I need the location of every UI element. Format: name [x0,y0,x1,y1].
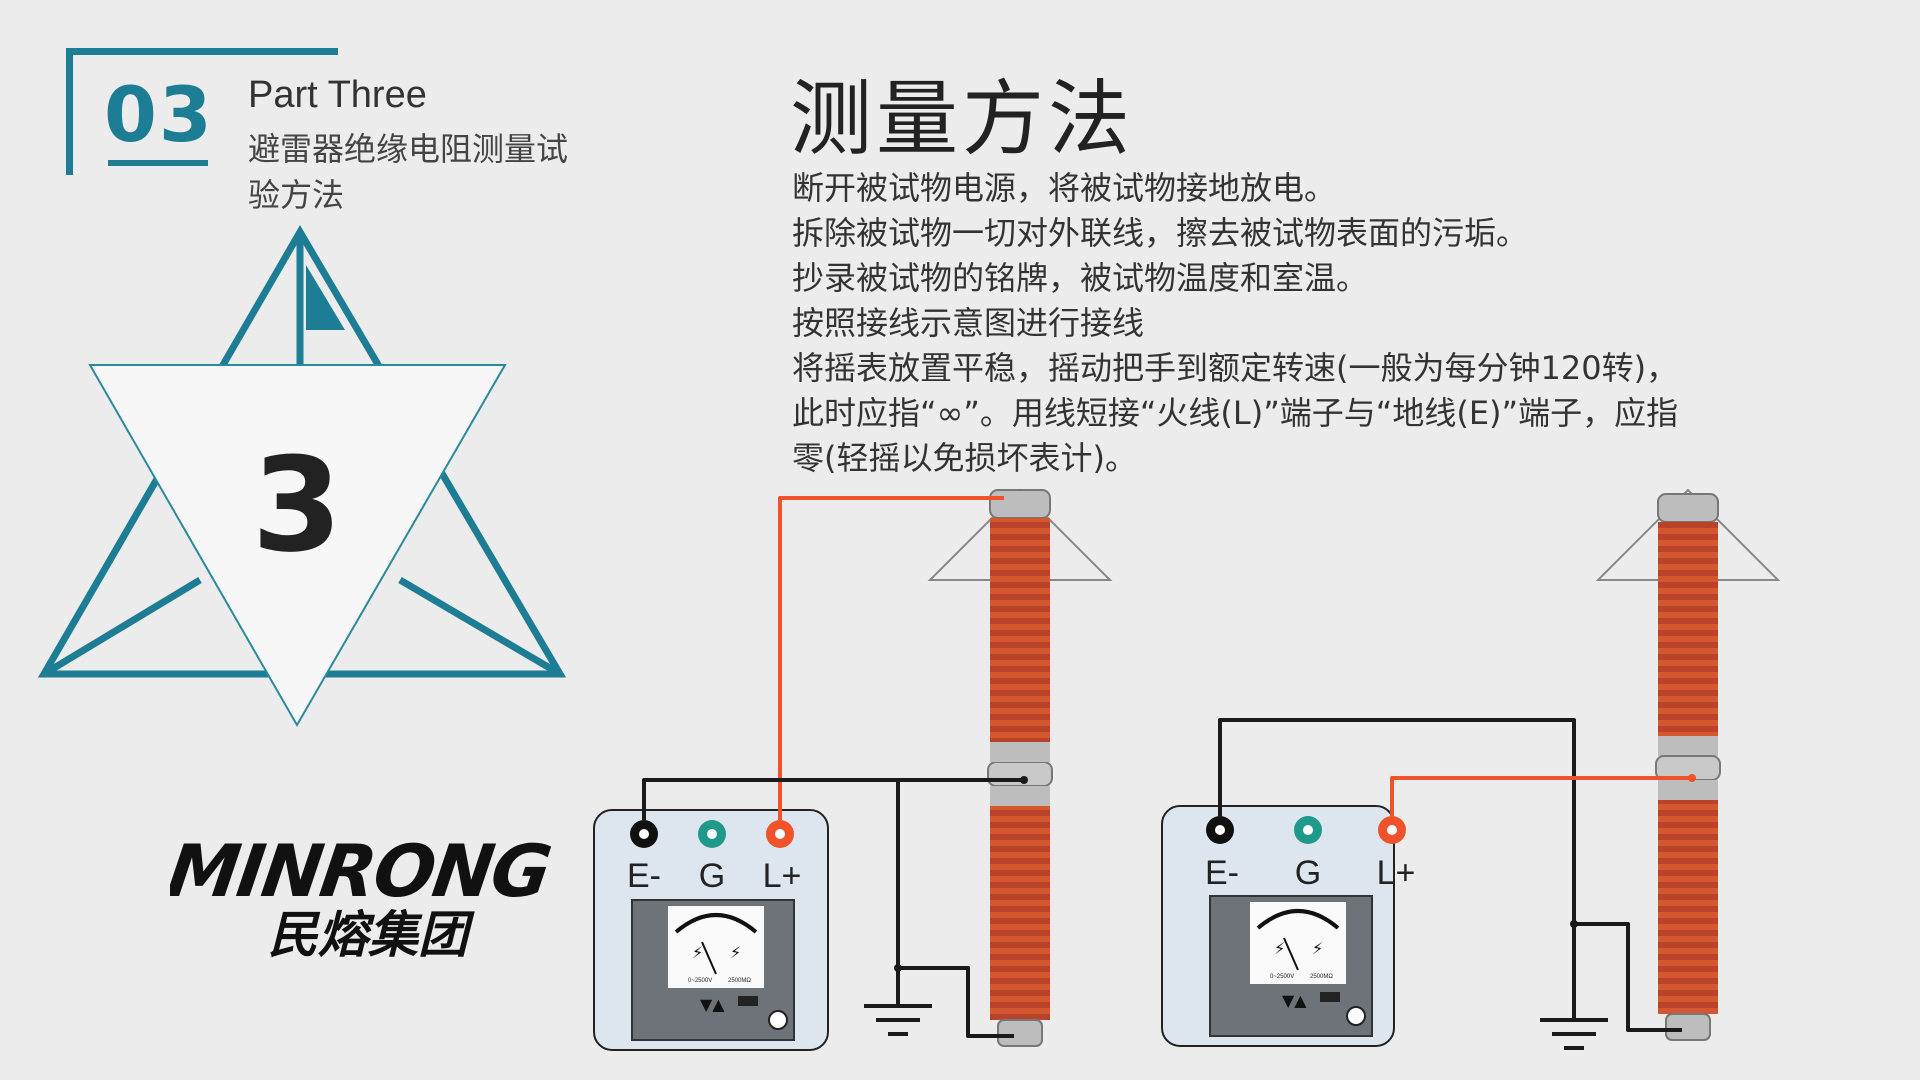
wiring-1 [642,496,1028,1038]
procedure-step: 按照接线示意图进行接线 [792,304,1145,342]
surge-arrester-2 [1595,488,1781,1041]
earth-wire-base [1574,922,1682,1032]
ground-symbol-icon [864,968,932,1036]
megohmmeter-1: E- G L+ ⚡ ⚡ 0~2500V 2500MΩ ▼▲ [593,809,829,1051]
wiring-diagram: E- G L+ ⚡ ⚡ 0~2500V 2500MΩ ▼▲ E- G L+ ⚡ … [593,488,1781,1051]
meter-needle [701,941,717,975]
section-subtitle: 避雷器绝缘电阻测量试验方法 [248,130,569,214]
meter-display-icon [738,996,758,1006]
range-arrows-icon: ▼▲ [700,995,725,1014]
terminal-label: G [699,857,725,895]
power-knob-icon [768,1010,788,1030]
meter-scale-label: 0~2500V [688,978,712,984]
insulator-upper-section [990,518,1050,742]
logo-brand-cn: 民熔集团 [268,906,475,964]
svg-text:⚡: ⚡ [692,943,703,962]
meter-needle [1283,937,1299,971]
downward-triangle-shape [88,364,507,728]
flange-joint [987,761,1053,787]
wiring-2 [1218,718,1696,1050]
surge-arrester-1 [927,488,1113,1047]
terminal-label: L+ [1377,854,1416,892]
earth-wire-base [896,780,1014,1038]
live-wire [778,496,1004,820]
meter-display-icon [1320,992,1340,1002]
part-label: Part Three [248,74,427,116]
star-emblem-graphic: 3 [37,225,567,728]
insulator-lower-section [1658,800,1718,1014]
insulator-upper-section [1658,522,1718,736]
meter-scale-label: 2500MΩ [728,978,751,984]
minrong-logo: MINRONG 民熔集团 [170,830,555,964]
meter-scale-label: 2500MΩ [1310,974,1333,980]
section-bracket [66,48,338,175]
terminal-label: L+ [763,857,802,895]
logo-brand-en: MINRONG [170,830,555,914]
procedure-step: 抄录被试物的铭牌，被试物温度和室温。 [792,259,1369,297]
meter-dial [1250,902,1346,984]
insulator-lower-section [990,806,1050,1020]
terminal-label: E- [1205,854,1239,892]
range-arrows-icon: ▼▲ [1282,991,1307,1010]
emblem-number: 3 [252,429,342,581]
procedure-step: 将摇表放置平稳，摇动把手到额定转速(一般为每分钟120转)，此时应指“∞”。用线… [792,349,1679,477]
procedure-step: 拆除被试物一切对外联线，擦去被试物表面的污垢。 [792,214,1529,252]
earth-wire [1218,718,1576,924]
svg-text:⚡: ⚡ [730,943,741,962]
power-knob-icon [1346,1006,1366,1026]
meter-scale-label: 0~2500V [1270,974,1294,980]
terminal-label: G [1295,854,1321,892]
procedure-step: 断开被试物电源，将被试物接地放电。 [792,169,1337,207]
live-wire [1390,776,1692,816]
flag-icon [306,265,345,330]
section-number-underline [108,160,208,166]
meter-dial [668,906,764,988]
svg-text:⚡: ⚡ [1312,939,1323,958]
megohmmeter-2: E- G L+ ⚡ ⚡ 0~2500V 2500MΩ ▼▲ [1161,805,1416,1047]
procedure-steps-list: 断开被试物电源，将被试物接地放电。 拆除被试物一切对外联线，擦去被试物表面的污垢… [792,166,1692,481]
section-number: 03 [104,70,214,159]
terminal-label: E- [627,857,661,895]
ground-symbol-icon [1540,924,1608,1050]
page-title: 测量方法 [790,72,1135,167]
svg-text:⚡: ⚡ [1274,939,1285,958]
